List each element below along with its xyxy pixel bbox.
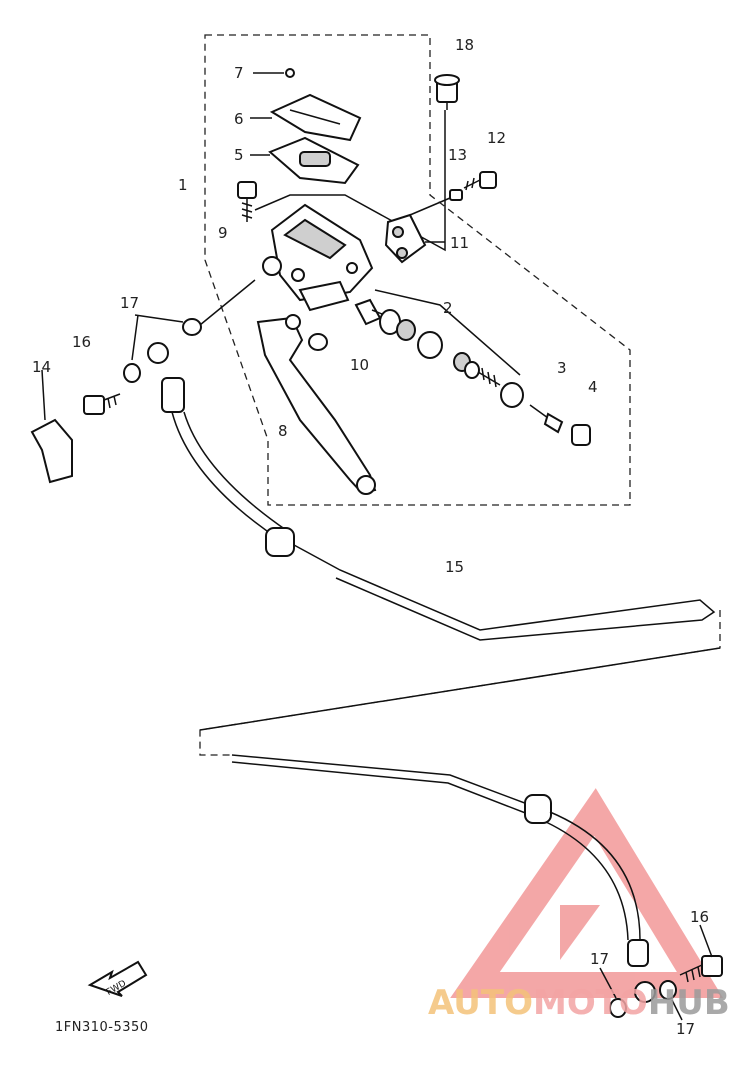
watermark-text: AUTOMOTOHUB	[428, 983, 730, 1023]
part-10-washer	[308, 333, 328, 351]
part-11-holder	[384, 197, 451, 264]
drawing-code: 1FN310-5350	[55, 1020, 149, 1035]
part-17-washer-lower-right	[659, 980, 683, 1021]
callout-4: 4	[588, 378, 598, 396]
part-13-nut	[449, 189, 463, 201]
callout-1: 1	[178, 176, 188, 194]
callout-8: 8	[278, 422, 288, 440]
forward-arrow-icon: FWD	[87, 960, 148, 998]
callout-3: 3	[557, 359, 567, 377]
assembly-1-boundary	[204, 34, 631, 506]
callout-17-lower-left: 17	[590, 950, 609, 968]
part-18-cap	[254, 74, 460, 252]
part-9-bolt	[237, 181, 257, 222]
callout-15: 15	[445, 558, 464, 576]
callout-2: 2	[443, 299, 453, 317]
part-16-banjo-bolt-lower	[679, 924, 723, 983]
callout-13: 13	[448, 146, 467, 164]
watermark-part3: HUB	[648, 983, 730, 1023]
master-cylinder-body	[262, 203, 374, 312]
callout-10: 10	[350, 356, 369, 374]
watermark-part2: MOTO	[533, 983, 648, 1023]
callout-6: 6	[234, 110, 244, 128]
callout-14: 14	[32, 358, 51, 376]
callout-17-upper: 17	[120, 294, 139, 312]
part-3-push-rod	[529, 404, 564, 434]
callout-16-lower: 16	[690, 908, 709, 926]
part-14-cover	[30, 369, 73, 484]
part-15-hose-lower	[231, 754, 656, 1003]
part-5-diaphragm	[250, 136, 360, 185]
callout-16-upper: 16	[72, 333, 91, 351]
joint-line	[199, 647, 721, 731]
callout-9: 9	[218, 224, 228, 242]
callout-18: 18	[455, 36, 474, 54]
part-8-lever	[256, 314, 377, 495]
part-15-hose-upper	[147, 342, 716, 641]
part-17-washer-upper	[131, 279, 256, 361]
part-16-banjo-bolt-upper	[83, 363, 141, 415]
watermark-logo-icon	[450, 788, 724, 998]
part-4-boot	[571, 424, 591, 446]
part-7-screw	[253, 68, 295, 78]
watermark-part1: AUTO	[428, 983, 533, 1023]
part-12-bolt	[463, 171, 497, 191]
callout-5: 5	[234, 146, 244, 164]
part-6-cover	[250, 93, 362, 142]
callout-12: 12	[487, 129, 506, 147]
part-2-piston-kit	[354, 289, 524, 408]
callout-11: 11	[450, 234, 469, 252]
callout-7: 7	[234, 64, 244, 82]
part-17-washer-lower-left	[599, 967, 627, 1018]
callout-17-lower-right: 17	[676, 1020, 695, 1038]
